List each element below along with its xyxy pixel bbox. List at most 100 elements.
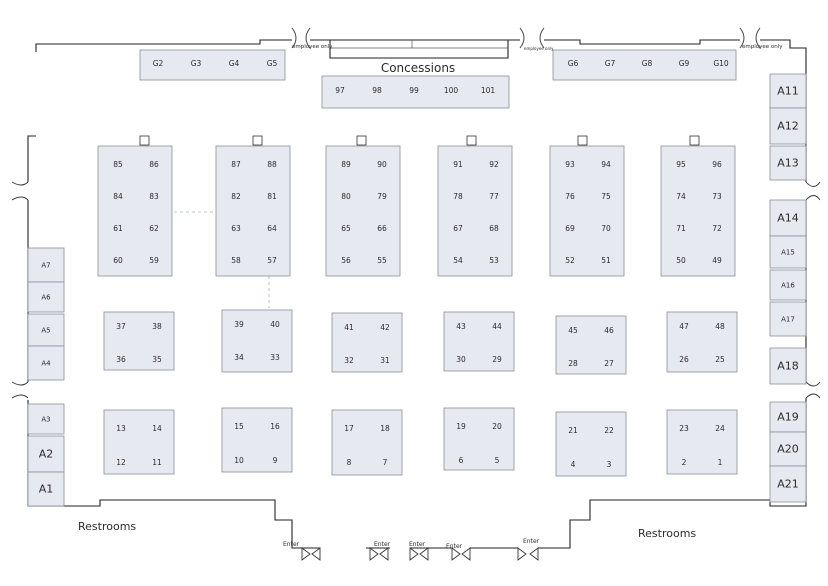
enter-label: Enter <box>409 541 426 548</box>
booth-block[interactable] <box>325 145 401 277</box>
booth-a[interactable] <box>769 199 807 237</box>
pillar-marker <box>139 135 150 146</box>
booth-block[interactable] <box>555 315 627 375</box>
booth-label: 38 <box>152 322 162 331</box>
booth-label: A20 <box>777 443 799 456</box>
booth-label: G4 <box>229 59 240 68</box>
employee-only-label-right: employee only <box>742 44 783 50</box>
enter-label: Enter <box>446 543 463 550</box>
booth-label: 12 <box>116 458 126 467</box>
booth-label: 44 <box>492 322 502 331</box>
booth-block[interactable] <box>666 311 738 373</box>
booth-label: 67 <box>453 224 463 233</box>
booth-a[interactable] <box>27 435 65 473</box>
booth-label: 34 <box>234 353 244 362</box>
booth-a[interactable] <box>27 281 65 313</box>
booth-label: 9 <box>273 456 278 465</box>
booth-block[interactable] <box>97 145 173 277</box>
booth-label: 60 <box>113 256 123 265</box>
booth-label: 75 <box>601 192 611 201</box>
booth-label: 69 <box>565 224 575 233</box>
booth-label: 92 <box>489 160 499 169</box>
booth-label: G3 <box>191 59 202 68</box>
dashed-guide <box>174 211 270 308</box>
booth-a[interactable] <box>769 401 807 433</box>
booth-block[interactable] <box>331 312 403 373</box>
booth-label: G7 <box>605 59 616 68</box>
pillar-marker <box>356 135 367 146</box>
booth-strip-concessions[interactable] <box>321 75 510 109</box>
booth-block[interactable] <box>555 411 627 477</box>
entrance-labels: Enter Enter Enter Enter Enter <box>283 538 540 550</box>
booth-block[interactable] <box>443 407 515 471</box>
booth-label: 21 <box>568 426 578 435</box>
booth-label: 1 <box>718 458 723 467</box>
booth-a[interactable] <box>27 471 65 507</box>
booth-label: A12 <box>777 120 799 133</box>
booth-label: G5 <box>267 59 278 68</box>
booth-label: 62 <box>149 224 159 233</box>
booth-block[interactable] <box>215 145 291 277</box>
booth-label: 7 <box>383 458 388 467</box>
booth-label: 23 <box>679 424 689 433</box>
booth-a[interactable] <box>769 431 807 467</box>
booth-a[interactable] <box>27 247 65 283</box>
booth-label: 37 <box>116 322 126 331</box>
booth-block[interactable] <box>437 145 513 277</box>
booth-label: 83 <box>149 192 159 201</box>
booth-label: 2 <box>682 458 687 467</box>
booth-label: 48 <box>715 322 725 331</box>
booth-label: 30 <box>456 355 466 364</box>
booth-label: G9 <box>679 59 690 68</box>
booth-a[interactable] <box>27 345 65 381</box>
booth-label: A11 <box>777 85 799 98</box>
booth-block[interactable] <box>221 407 293 473</box>
booth-strip-g-left[interactable] <box>139 49 286 81</box>
booth-label: 31 <box>380 356 390 365</box>
booth-label: 45 <box>568 326 578 335</box>
booth-block[interactable] <box>660 145 736 277</box>
booth-a[interactable] <box>769 235 807 269</box>
booth-label: G8 <box>642 59 653 68</box>
booth-label: A7 <box>41 261 50 269</box>
booth-label: 71 <box>676 224 686 233</box>
booth-label: 25 <box>715 355 725 364</box>
booth-block[interactable] <box>443 311 515 372</box>
booth-label: 5 <box>495 456 500 465</box>
booth-label: A2 <box>39 448 54 461</box>
booth-block[interactable] <box>666 409 738 475</box>
booth-label: 24 <box>715 424 725 433</box>
booth-a[interactable] <box>27 403 65 435</box>
restrooms-left-label: Restrooms <box>78 520 136 533</box>
booth-block[interactable] <box>221 309 293 373</box>
booth-a[interactable] <box>769 269 807 301</box>
booth-label: 96 <box>712 160 722 169</box>
enter-label: Enter <box>283 541 300 548</box>
booth-label: 26 <box>679 355 689 364</box>
booth-label: 29 <box>492 355 502 364</box>
employee-only-label-left: employee only <box>292 44 333 50</box>
booth-label: 65 <box>341 224 351 233</box>
booth-label: 46 <box>604 326 614 335</box>
booth-a[interactable] <box>769 347 807 385</box>
booth-label: A19 <box>777 411 799 424</box>
booth-a[interactable] <box>769 301 807 337</box>
booth-label: 40 <box>270 320 280 329</box>
booth-label: G10 <box>713 59 729 68</box>
booth-label: A4 <box>41 359 51 367</box>
booth-strip-g-right[interactable] <box>552 49 737 81</box>
booth-block[interactable] <box>331 409 403 476</box>
booth-label: 41 <box>344 323 354 332</box>
booth-label: 19 <box>456 422 466 431</box>
booth-block[interactable] <box>103 311 175 371</box>
booth-a[interactable] <box>769 145 807 181</box>
booth-block[interactable] <box>103 409 175 475</box>
booth-label: 86 <box>149 160 159 169</box>
booth-label: 74 <box>676 192 686 201</box>
booth-a[interactable] <box>769 107 807 145</box>
restrooms-right-label: Restrooms <box>638 527 696 540</box>
booth-a[interactable] <box>769 465 807 503</box>
booth-block[interactable] <box>549 145 625 277</box>
